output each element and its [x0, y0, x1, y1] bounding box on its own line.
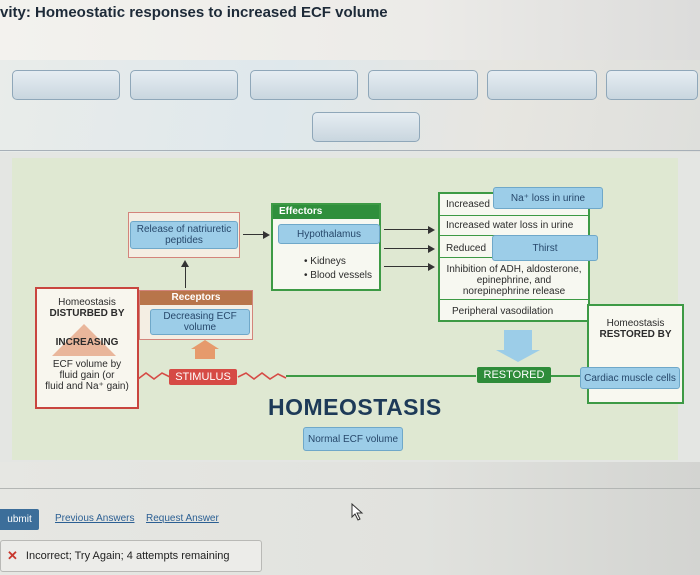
arrow-head — [428, 226, 435, 234]
natriuretic-line2: peptides — [165, 235, 203, 246]
water-loss-text: Increased water loss in urine — [446, 220, 574, 231]
natriuretic-label[interactable]: Release of natriuretic peptides — [130, 221, 238, 249]
feedback-text: Incorrect; Try Again; 4 attempts remaini… — [25, 550, 230, 562]
increasing-arrow-icon — [52, 324, 116, 356]
restored-by-heading: Homeostasis RESTORED BY — [589, 318, 682, 340]
response-row — [440, 194, 588, 216]
arrow-head — [428, 245, 435, 253]
effectors-title: Effectors — [273, 205, 379, 219]
homeostasis-label: HOMEOSTASIS — [268, 394, 442, 420]
divider — [0, 488, 700, 489]
natriuretic-line1: Release of natriuretic — [136, 224, 232, 235]
label-slot-1[interactable] — [12, 70, 120, 100]
stimulus-badge: STIMULUS — [169, 369, 237, 385]
inhibition-line3: norepinephrine release — [462, 286, 566, 297]
cardiac-muscle-label[interactable]: Cardiac muscle cells — [580, 367, 680, 389]
reduced-text: Reduced — [446, 243, 487, 254]
label-slot-2[interactable] — [130, 70, 238, 100]
response-row — [440, 258, 588, 300]
arrow-head — [181, 260, 189, 267]
mouse-cursor-icon — [351, 503, 364, 521]
ecf-line2: fluid gain (or — [59, 370, 115, 381]
arrow-up-icon — [195, 349, 215, 359]
restored-badge: RESTORED — [477, 367, 551, 383]
homeostasis-line — [286, 375, 476, 377]
label-slot-5[interactable] — [487, 70, 597, 100]
arrow-line — [243, 234, 265, 235]
increasing-text: INCREASING — [55, 337, 119, 348]
inhibition-text: Inhibition of ADH, aldosterone, epinephr… — [440, 264, 588, 297]
down-arrow-icon — [504, 330, 532, 350]
down-arrow-icon — [496, 350, 540, 362]
ecf-line1: ECF volume by — [52, 359, 122, 370]
decreasing-ecf-line2: volume — [183, 322, 217, 333]
label-slot-7[interactable] — [312, 112, 420, 142]
feedback-box: ✕ Incorrect; Try Again; 4 attempts remai… — [0, 540, 262, 572]
arrow-head — [428, 263, 435, 271]
na-loss-label[interactable]: Na⁺ loss in urine — [493, 187, 603, 209]
inhibition-line2: epinephrine, and — [476, 275, 552, 286]
incorrect-x-icon: ✕ — [7, 548, 18, 563]
restored-by-line1: Homeostasis — [606, 318, 665, 329]
label-slot-6[interactable] — [606, 70, 698, 100]
stimulus-zigzag — [138, 372, 287, 380]
label-slot-4[interactable] — [368, 70, 478, 100]
inhibition-line1: Inhibition of ADH, aldosterone, — [446, 264, 582, 275]
request-answer-link[interactable]: Request Answer — [146, 513, 219, 524]
arrow-line — [384, 248, 430, 249]
kidneys-text: • Kidneys — [304, 256, 346, 267]
restored-by-line2: RESTORED BY — [599, 329, 672, 340]
divider — [0, 150, 700, 151]
ecf-line3: fluid and Na⁺ gain) — [45, 381, 129, 392]
arrow-head — [263, 231, 270, 239]
disturbed-line2: DISTURBED BY — [49, 308, 125, 319]
decreasing-ecf-line1: Decreasing ECF — [163, 311, 237, 322]
normal-ecf-label[interactable]: Normal ECF volume — [303, 427, 403, 451]
label-slot-3[interactable] — [250, 70, 358, 100]
receptors-title: Receptors — [140, 291, 252, 305]
homeostasis-line — [550, 375, 582, 377]
arrow-line — [384, 229, 430, 230]
decreasing-ecf-label[interactable]: Decreasing ECF volume — [150, 309, 250, 335]
previous-answers-link[interactable]: Previous Answers — [55, 513, 135, 524]
disturbed-line1: Homeostasis — [58, 297, 116, 308]
page-title: vity: Homeostatic responses to increased… — [0, 4, 388, 21]
disturbed-heading: Homeostasis DISTURBED BY — [37, 297, 137, 319]
thirst-label[interactable]: Thirst — [492, 235, 598, 261]
arrow-line — [185, 266, 186, 288]
increased-text: Increased — [446, 199, 490, 210]
blood-vessels-text: • Blood vessels — [304, 270, 372, 281]
arrow-up-icon — [191, 340, 219, 349]
hypothalamus-label[interactable]: Hypothalamus — [278, 224, 380, 244]
submit-button[interactable]: ubmit — [0, 509, 39, 530]
arrow-line — [384, 266, 430, 267]
effectors-box: Effectors — [271, 203, 381, 291]
title-bar — [0, 0, 700, 60]
vasodilation-text: Peripheral vasodilation — [452, 306, 554, 317]
ecf-gain-text: ECF volume by fluid gain (or fluid and N… — [37, 359, 137, 392]
